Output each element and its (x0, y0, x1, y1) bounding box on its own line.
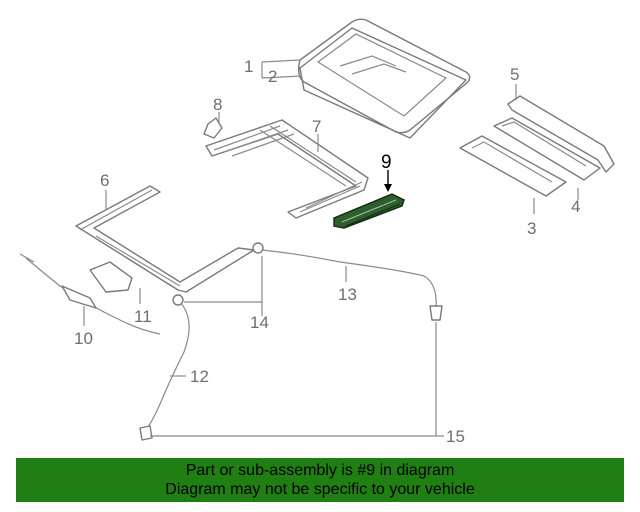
rail-part-4 (493, 117, 601, 181)
callout-9: 9 (381, 152, 392, 173)
callout-13: 13 (338, 285, 357, 304)
callout-10: 10 (74, 329, 93, 348)
callout-5: 5 (510, 65, 519, 84)
bracket-part-8 (203, 117, 223, 139)
motor-part-11 (89, 261, 133, 293)
sunroof-housing (75, 185, 255, 293)
rail-part-5 (507, 95, 615, 173)
drain-hose-part-12 (139, 294, 190, 441)
sunroof-glass-panel (297, 18, 471, 139)
rail-part-3 (459, 135, 567, 197)
callout-2: 2 (268, 67, 277, 86)
callout-3: 3 (527, 219, 536, 238)
cable-part-10 (19, 253, 161, 335)
highlighted-part-9 (333, 193, 405, 229)
callout-1-2-leaders (261, 59, 303, 79)
callout-14: 14 (250, 313, 269, 332)
callout-14-leaders (184, 256, 263, 316)
notice-line-part: Part or sub-assembly is #9 in diagram (185, 462, 455, 479)
parts-diagram: 1 2 3 4 5 6 7 8 9 10 11 12 13 14 15 (19, 18, 615, 446)
diagram-notice-banner: Part or sub-assembly is #9 in diagram Di… (16, 458, 624, 502)
callout-11: 11 (134, 307, 152, 326)
callout-3-4-5-leaders (515, 84, 579, 214)
callout-8: 8 (213, 95, 222, 114)
callout-1: 1 (244, 57, 253, 76)
notice-line-disclaimer: Diagram may not be specific to your vehi… (165, 481, 475, 498)
callout-4: 4 (571, 197, 580, 216)
callout-6: 6 (100, 171, 109, 190)
callout-9-leader (384, 170, 392, 192)
callout-7: 7 (312, 117, 321, 136)
drain-hose-part-13 (252, 242, 443, 321)
callout-15: 15 (446, 427, 465, 446)
callout-12: 12 (190, 367, 209, 386)
sunroof-frame (205, 119, 369, 219)
callout-15-leaders (150, 322, 444, 437)
